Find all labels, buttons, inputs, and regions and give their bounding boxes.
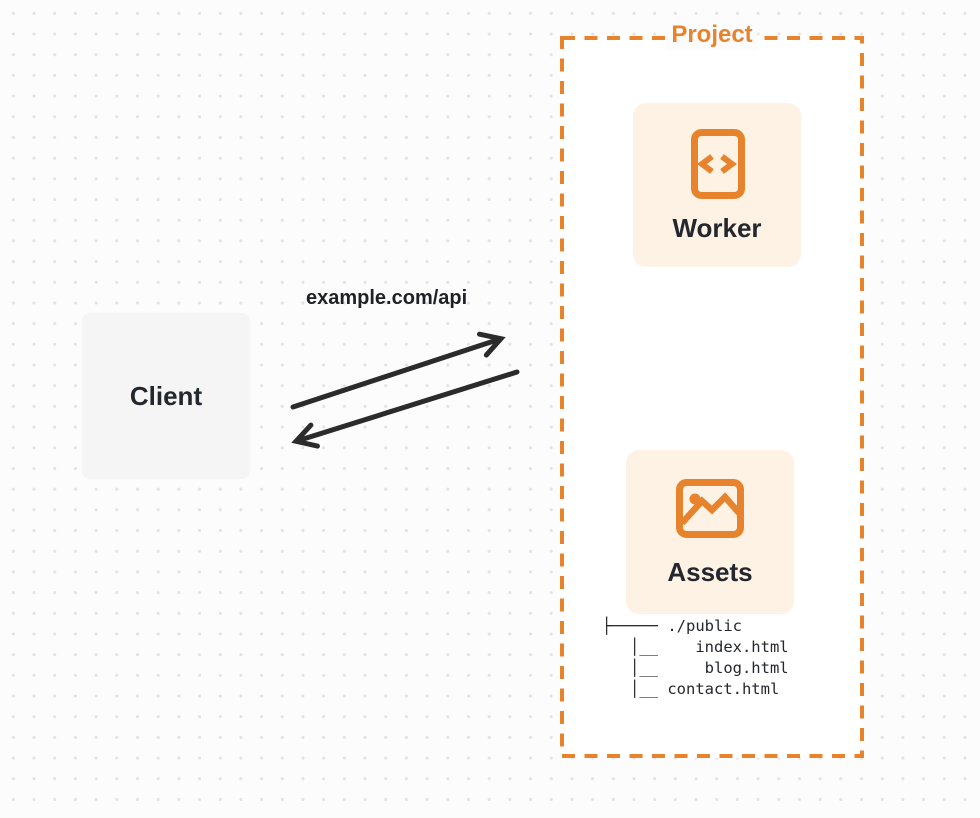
worker-label: Worker [672, 213, 762, 243]
request-response-arrows [290, 331, 520, 449]
assets-file-tree: ├───── ./public │__ index.html │__ blog.… [602, 617, 789, 698]
assets-label: Assets [667, 557, 753, 587]
project-container: Project Worker Assets ├───── ./public │_… [560, 20, 864, 758]
request-arrow [290, 331, 506, 410]
code-icon [691, 129, 745, 199]
project-title: Project [666, 20, 758, 50]
api-route-label: example.com/api [306, 287, 468, 309]
worker-node: Worker [633, 103, 801, 267]
client-node: Client [82, 313, 250, 479]
client-label: Client [129, 380, 203, 411]
assets-node: Assets [626, 450, 794, 614]
response-arrow [291, 369, 520, 449]
image-icon [676, 479, 744, 538]
